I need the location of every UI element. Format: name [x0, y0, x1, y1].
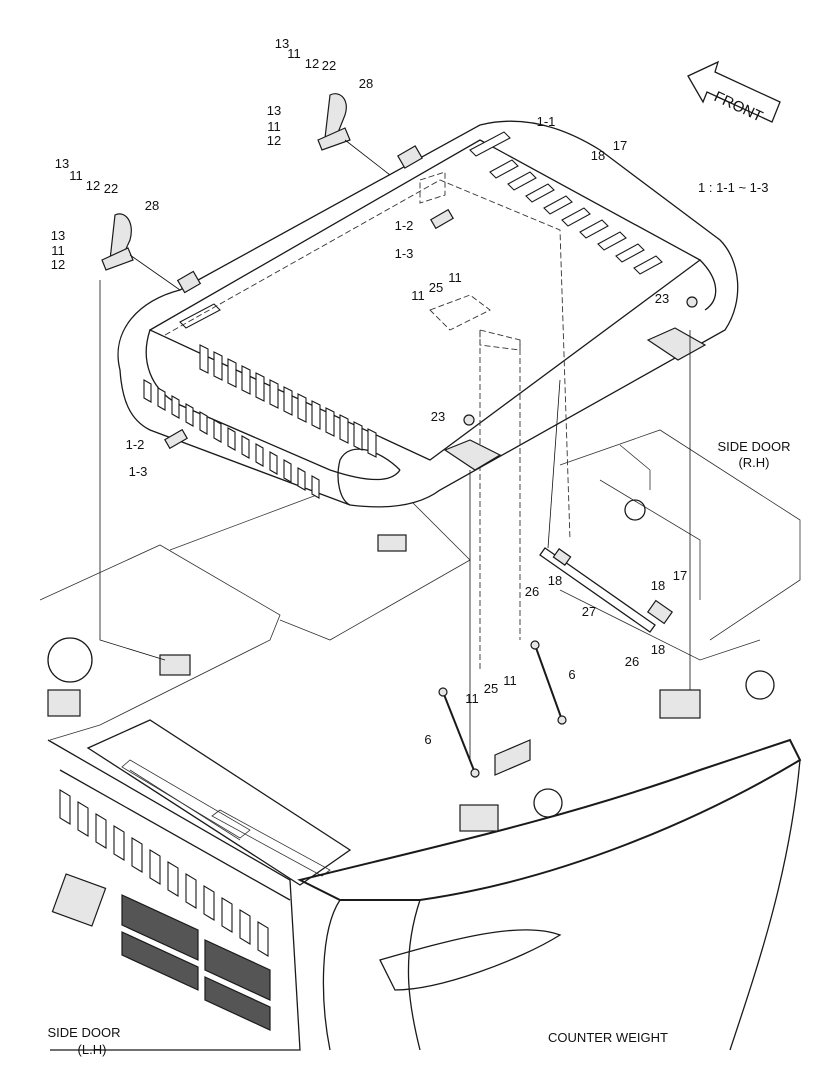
stay-rod	[539, 547, 656, 633]
callout: 11	[411, 288, 425, 303]
callout: 18	[651, 642, 665, 657]
callout: 1-3	[129, 464, 148, 479]
callout: 22	[104, 181, 118, 196]
callout: 1-2	[126, 437, 145, 452]
callout: 6	[568, 667, 575, 682]
strut-bracket	[494, 739, 531, 776]
callout: 13	[51, 228, 65, 243]
callout: 25	[429, 280, 443, 295]
callout: 11	[51, 243, 65, 258]
callout: 13	[267, 103, 281, 118]
callout: 23	[655, 291, 669, 306]
hinge-bracket-right	[646, 327, 707, 361]
callout: 28	[359, 76, 373, 91]
callout: 11	[267, 119, 281, 134]
lh-door-vents	[59, 789, 269, 957]
side-door-lh-sublabel: (L.H)	[78, 1042, 107, 1057]
callout: 22	[322, 58, 336, 73]
callout: 23	[431, 409, 445, 424]
callout: 17	[613, 138, 627, 153]
callout: 12	[267, 133, 281, 148]
latch-lower	[101, 213, 134, 271]
engine-cover	[117, 120, 739, 670]
callout: 1-3	[395, 246, 414, 261]
callout: 12	[305, 56, 319, 71]
cover-top-vents	[179, 131, 663, 329]
side-door-rh-sublabel: (R.H)	[738, 455, 769, 470]
bumper-block	[659, 689, 701, 719]
callout: 13	[275, 36, 289, 51]
machine-body	[39, 429, 802, 1051]
callout: 12	[86, 178, 100, 193]
callout: 11	[503, 673, 517, 688]
callout: 18	[548, 573, 562, 588]
callout: 11	[287, 46, 301, 61]
ratio-note: 1 : 1-1 ~ 1-3	[698, 180, 768, 195]
callout: 26	[625, 654, 639, 669]
cover-front-vents	[143, 344, 377, 499]
callout: 11	[69, 168, 83, 183]
callout: 25	[484, 681, 498, 696]
region-labels: SIDE DOOR (R.H) SIDE DOOR (L.H) COUNTER …	[48, 439, 791, 1057]
callout: 18	[651, 578, 665, 593]
callout: 13	[55, 156, 69, 171]
hinge-bracket-left	[443, 439, 502, 471]
side-door-rh-label: SIDE DOOR	[718, 439, 791, 454]
callout: 27	[582, 604, 596, 619]
door-handle	[51, 873, 107, 927]
callout: 26	[525, 584, 539, 599]
callout: 17	[673, 568, 687, 583]
callout: 18	[591, 148, 605, 163]
callout: 6	[424, 732, 431, 747]
callout: 1-1	[537, 114, 556, 129]
front-arrow: FRONT	[687, 60, 781, 125]
callout: 28	[145, 198, 159, 213]
side-door-lh-label: SIDE DOOR	[48, 1025, 121, 1040]
bumper-block-2	[459, 804, 499, 832]
gas-strut-left	[438, 687, 480, 778]
callout: 11	[465, 691, 479, 706]
callout-labels: 13 11 12 22 28 13 11 12 1-1 17 18 13 11 …	[51, 36, 687, 747]
callout: 11	[448, 270, 462, 285]
callout: 1-2	[395, 218, 414, 233]
counter-weight-label: COUNTER WEIGHT	[548, 1030, 668, 1045]
gas-strut-right	[530, 640, 567, 725]
latch-upper	[317, 93, 351, 151]
callout: 12	[51, 257, 65, 272]
